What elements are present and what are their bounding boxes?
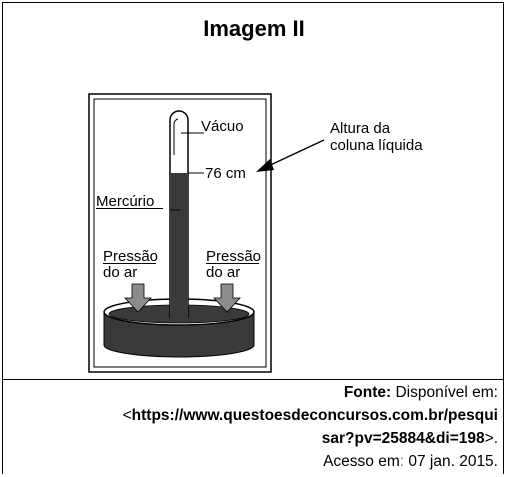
mercury-label: Mercúrio <box>96 193 154 210</box>
source-divider <box>2 379 504 380</box>
vacuum-label: Vácuo <box>201 118 244 135</box>
url-close-bracket: >. <box>484 430 498 447</box>
source-url-part-2[interactable]: sar?pv=25884&di=198 <box>321 430 485 447</box>
access-date: 07 jan. 2015. <box>404 453 498 470</box>
source-url-part-1[interactable]: https://www.questoesdeconcursos.com.br/p… <box>131 407 498 424</box>
image-title: Imagem II <box>203 16 305 41</box>
access-prefix: Acesso em <box>323 453 400 470</box>
content-frame <box>2 2 504 474</box>
barometer-diagram: Vácuo 76 cm Mercúrio Altura da coluna lí… <box>88 93 423 373</box>
source-line-3: sar?pv=25884&di=198>. <box>28 427 498 450</box>
pressure-left-label-line2: do ar <box>103 264 137 281</box>
pressure-left-underline <box>103 263 156 264</box>
access-colon: : <box>399 453 405 470</box>
pressure-left-label-line1: Pressão <box>103 248 158 265</box>
url-open-bracket: < <box>122 407 132 424</box>
pressure-right-underline <box>206 263 259 264</box>
source-line-4: Acesso em: 07 jan. 2015. <box>28 450 498 473</box>
column-height-arrowhead <box>256 159 274 172</box>
source-line-2: <https://www.questoesdeconcursos.com.br/… <box>28 404 498 427</box>
pressure-right-label-line2: do ar <box>206 264 240 281</box>
pressure-right-label-line1: Pressão <box>206 248 261 265</box>
source-line-1: Fonte: Disponível em: <box>28 381 498 404</box>
source-available: Disponível em: <box>391 384 498 401</box>
column-height-pointer <box>263 139 325 169</box>
height-label: 76 cm <box>205 165 246 182</box>
column-height-label-line1: Altura da <box>330 120 391 137</box>
mercury-column <box>171 173 187 318</box>
column-height-label-line2: coluna líquida <box>330 137 423 154</box>
tube-highlight <box>173 118 179 155</box>
mercury-label-underline <box>96 208 163 209</box>
pressure-arrow-right <box>213 283 241 313</box>
source-label: Fonte: <box>343 384 392 401</box>
source-citation: Fonte: Disponível em: <https://www.quest… <box>28 381 498 473</box>
pressure-arrow-left <box>124 283 152 313</box>
